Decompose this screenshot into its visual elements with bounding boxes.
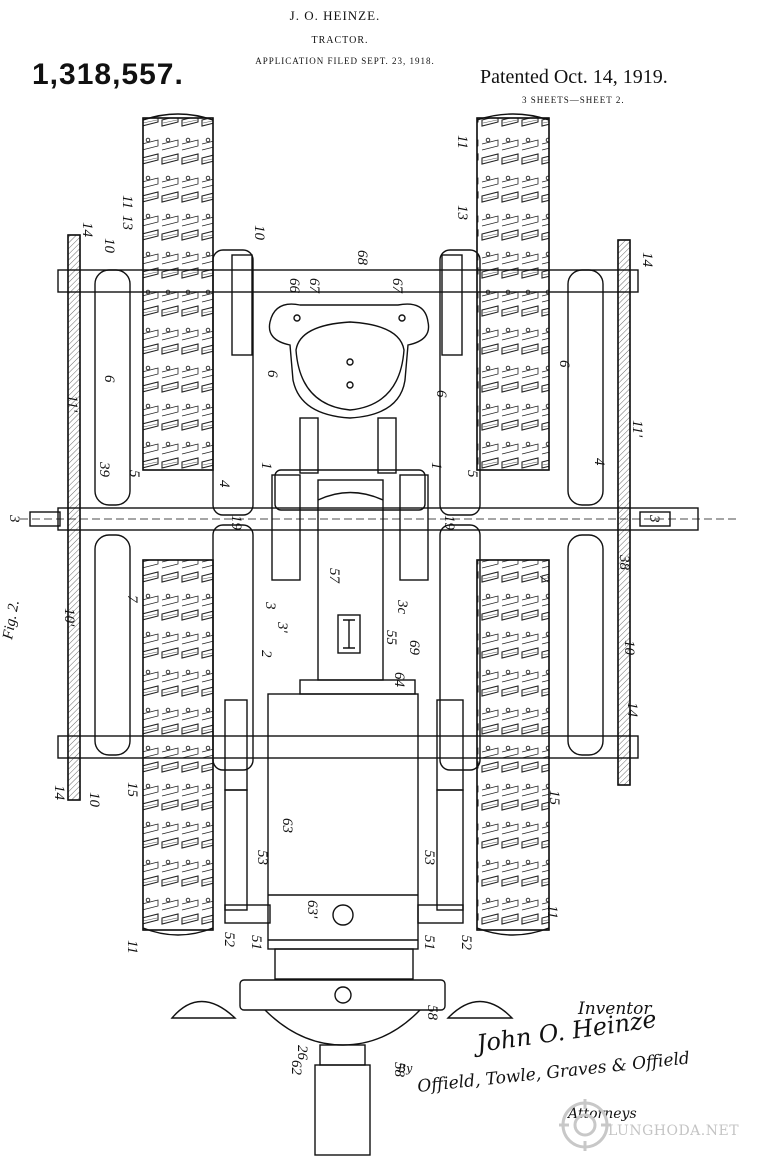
inventor-signature: John O. Heinze	[470, 1005, 658, 1059]
inventor-name: J. O. HEINZE.	[289, 8, 381, 23]
label-14: 14	[51, 785, 67, 801]
label-3: 3	[6, 514, 22, 523]
label-53: 53	[254, 850, 270, 865]
label-6: 6	[264, 370, 280, 378]
label-52: 52	[221, 932, 237, 948]
rear-cross-frame	[170, 904, 514, 1156]
label-14: 14	[624, 702, 640, 718]
label-15: 15	[124, 782, 140, 798]
label-26: 26	[294, 1045, 310, 1061]
chain-right	[617, 239, 631, 786]
by-label: By	[397, 1062, 413, 1075]
wheel-rear-right	[476, 559, 550, 936]
attorneys-label: Attorneys	[566, 1106, 637, 1122]
label-19: 19	[441, 515, 457, 531]
figure-label: Fig. 2.	[0, 599, 23, 642]
label-15: 15	[546, 790, 562, 806]
label-52: 52	[458, 935, 474, 951]
reference-numerals: 11 11 13 13 10 10 14 14 66 67 68 67 11' …	[6, 135, 662, 1078]
watermark-text: LUNGHODA.NET	[608, 1123, 740, 1139]
label-2: 2	[258, 650, 274, 658]
label-7: 7	[536, 575, 552, 584]
sheet-count: 3 SHEETS—SHEET 2.	[522, 95, 625, 105]
label-38: 38	[616, 554, 632, 571]
patent-number: 1,318,557.	[32, 58, 184, 91]
label-11: 11	[119, 195, 135, 209]
label-1: 1	[258, 462, 274, 470]
center-housing	[271, 469, 429, 695]
label-58: 58	[391, 1062, 407, 1078]
patent-title: TRACTOR.	[311, 35, 369, 46]
watermark-logo	[559, 1099, 611, 1151]
inventor-heading: Inventor	[577, 999, 652, 1019]
label-11-prime: 11'	[629, 420, 645, 438]
label-1: 1	[428, 462, 444, 470]
label-11: 11	[544, 905, 560, 919]
label-53: 53	[421, 850, 437, 865]
label-13: 13	[454, 205, 470, 220]
label-69: 69	[406, 640, 422, 656]
label-63: 63	[279, 818, 295, 833]
label-14: 14	[639, 252, 655, 268]
label-64: 64	[391, 672, 407, 688]
label-10: 10	[86, 792, 102, 808]
label-11: 11	[454, 135, 470, 149]
label-3: 3	[646, 514, 662, 523]
label-62: 62	[288, 1060, 304, 1076]
label-57: 57	[326, 568, 342, 585]
label-66: 66	[286, 278, 302, 294]
label-67: 67	[389, 278, 405, 295]
label-68: 68	[354, 250, 370, 266]
patented-date: Patented Oct. 14, 1919.	[480, 66, 668, 88]
label-67: 67	[306, 278, 322, 295]
label-3-prime: 3'	[274, 621, 290, 634]
engine-block	[267, 693, 419, 980]
label-58: 58	[424, 1005, 440, 1021]
label-51: 51	[248, 935, 264, 950]
label-19: 19	[228, 515, 244, 531]
label-14: 14	[79, 222, 95, 238]
label-51: 51	[421, 935, 437, 950]
label-5: 5	[126, 470, 142, 478]
chain-left	[67, 234, 81, 801]
label-55: 55	[383, 630, 399, 646]
label-39: 39	[96, 461, 112, 478]
filing-date: APPLICATION FILED SEPT. 23, 1918.	[255, 56, 435, 66]
label-13: 13	[119, 215, 135, 230]
label-5: 5	[464, 470, 480, 478]
wheel-front-right	[476, 113, 550, 471]
label-10: 10	[621, 640, 637, 656]
seat	[268, 303, 430, 474]
frame-left	[94, 249, 254, 771]
label-11: 11	[124, 940, 140, 954]
wheel-front-left	[142, 113, 214, 471]
label-10: 10	[101, 238, 117, 254]
label-7: 7	[124, 595, 140, 604]
label-63-prime: 63'	[304, 900, 320, 919]
label-4: 4	[216, 480, 232, 488]
attorneys-signature: Offield, Towle, Graves & Offield	[416, 1048, 690, 1097]
label-10: 10	[251, 225, 267, 241]
frame-right	[439, 249, 604, 771]
label-4: 4	[591, 458, 607, 466]
wheel-rear-left	[142, 559, 214, 936]
label-3c: 3c	[394, 599, 410, 615]
vertical-rods	[224, 254, 464, 911]
label-10-prime: 10'	[61, 608, 77, 627]
label-3: 3	[262, 601, 278, 610]
label-6: 6	[556, 360, 572, 368]
label-6: 6	[433, 390, 449, 398]
label-6: 6	[101, 375, 117, 383]
label-11-prime: 11'	[64, 395, 80, 413]
axles	[20, 269, 740, 759]
